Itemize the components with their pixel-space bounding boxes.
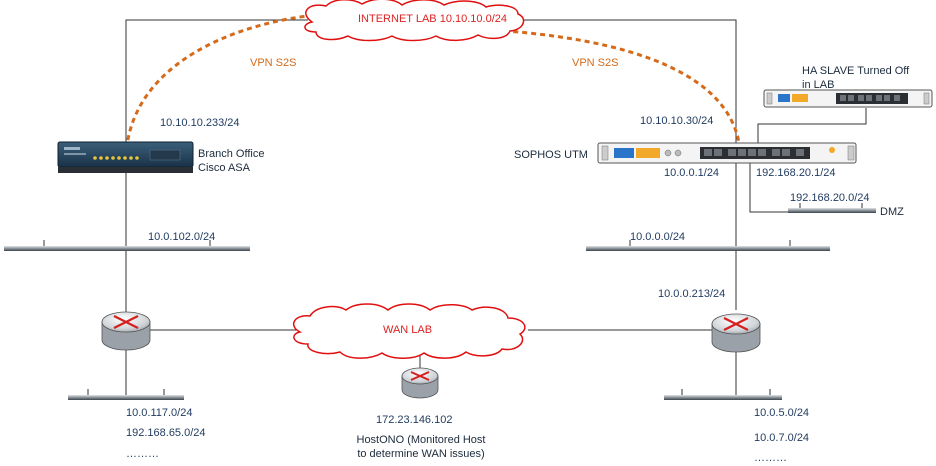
branch-name-line1: Branch Office: [198, 148, 265, 160]
sophos-lan-net: 10.0.0.0/24: [630, 231, 686, 243]
host-router-icon: [401, 367, 439, 399]
dmz-label: DMZ: [880, 206, 904, 218]
right-net-1: 10.0.5.0/24: [754, 407, 810, 419]
left-router: [101, 311, 151, 351]
internet-cloud: [304, 0, 525, 42]
link-branch-internet: [125, 19, 308, 156]
ha-label-line2: in LAB: [802, 79, 835, 91]
vpn-right-label: VPN S2S: [572, 57, 619, 69]
segment-right-remote: [664, 389, 782, 400]
left-net-1: 10.0.117.0/24: [126, 407, 193, 419]
sophos-lan-ip: 10.0.0.1/24: [664, 167, 720, 179]
left-net-2: 192.168.65.0/24: [126, 427, 206, 439]
right-net-more: ………: [754, 452, 787, 464]
segment-dmz: [788, 203, 876, 213]
link-internet-sophos: [524, 19, 737, 145]
segment-branch-lan: [4, 240, 250, 251]
host-label-line2: to determine WAN issues): [357, 448, 485, 460]
right-router-ip: 10.0.0.213/24: [658, 288, 726, 300]
sophos-dmz-ip: 192.168.20.1/24: [756, 167, 836, 179]
left-net-more: ………: [126, 448, 159, 460]
wan-cloud: [292, 303, 526, 359]
branch-lan-net: 10.0.102.0/24: [148, 231, 216, 243]
vpn-left-label: VPN S2S: [250, 57, 297, 69]
host-label-line1: HostONO (Monitored Host: [356, 434, 486, 446]
links: [125, 19, 867, 395]
branch-wan-ip: 10.10.10.233/24: [160, 117, 240, 129]
right-net-2: 10.0.7.0/24: [754, 432, 810, 444]
branch-name-line2: Cisco ASA: [198, 162, 250, 174]
segment-left-remote: [68, 389, 184, 400]
link-sophos-ha: [757, 108, 867, 148]
dmz-net: 192.168.20.0/24: [790, 192, 870, 204]
sophos-name: SOPHOS UTM: [514, 149, 588, 161]
host-ip: 172.23.146.102: [376, 414, 453, 426]
cisco-asa-device: [57, 141, 194, 173]
sophos-wan-ip: 10.10.10.30/24: [640, 115, 714, 127]
segment-sophos-lan: [586, 240, 830, 251]
sophos-utm-device: [597, 142, 857, 164]
wan-cloud-label: WAN LAB: [383, 324, 433, 336]
right-router: [711, 313, 761, 353]
ha-label-line1: HA SLAVE Turned Off: [802, 65, 910, 77]
ha-slave-device: [763, 89, 933, 108]
internet-cloud-label: INTERNET LAB 10.10.10.0/24: [358, 13, 507, 25]
